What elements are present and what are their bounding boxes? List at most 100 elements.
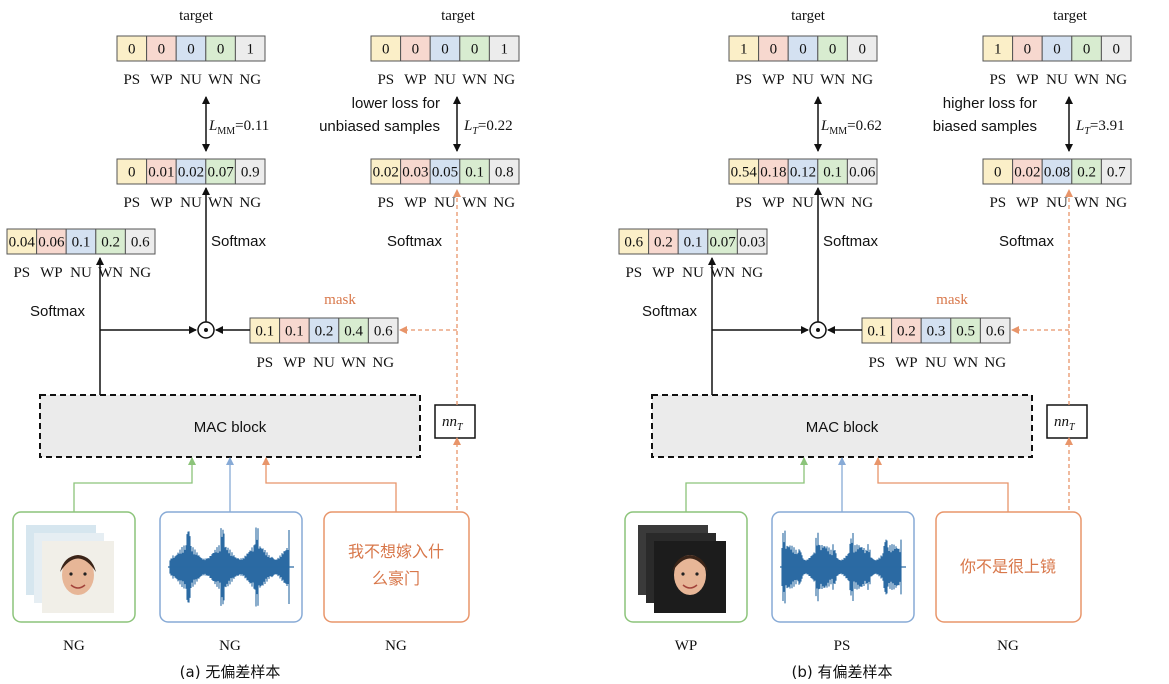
panel-b-target-mm-row-cell-ng: [846, 35, 878, 62]
panel-a-pred-t-row-value-ng: 0.8: [495, 165, 514, 181]
panel-b-softmax-out-labels-wn: WN: [710, 265, 735, 281]
panel-a-input-text-label: NG: [385, 638, 407, 654]
panel-a-pred-t-row-cell-ng: [488, 158, 520, 185]
panel-b-loss-mm-label: LMM=0.62: [820, 118, 882, 137]
panel-b-target-mm-labels-wn: WN: [820, 72, 845, 88]
panel-a-target-mm-row-value-ps: 0: [128, 42, 136, 58]
panel-a-pred-mm-row-value-ps: 0: [128, 165, 136, 181]
panel-a-softmax-out-row-value-wn: 0.2: [101, 235, 120, 251]
panel-a-target-mm-labels-ng: NG: [239, 72, 261, 88]
panel-a-softmax-out-row-value-ps: 0.04: [9, 235, 36, 251]
panel-a-face-image-eye-right: [83, 572, 87, 576]
panel-a-target-mm-labels-ps: PS: [123, 72, 140, 88]
panel-b-pred-t-labels-nu: NU: [1046, 195, 1068, 211]
panel-b-pred-t-labels-ng: NG: [1105, 195, 1127, 211]
panel-b-arrow-visual-to-mac: [685, 457, 808, 512]
panel-b-target-t-labels-nu: NU: [1046, 72, 1068, 88]
panel-b-mask-labels-wn: WN: [953, 355, 978, 371]
panel-b-pred-mm-row-value-ps: 0.54: [731, 165, 758, 181]
panel-b-target-t-row-value-wp: 0: [1024, 42, 1032, 58]
panel-a-target-mm-row-value-wp: 0: [158, 42, 166, 58]
panel-b-softmax-out-row-value-wn: 0.07: [709, 235, 736, 251]
panel-a-pred-mm-row-cell-wn: [205, 158, 236, 185]
panel-b-pred-t-row-value-ng: 0.7: [1107, 165, 1126, 181]
panel-a-pred-t-row-value-ps: 0.02: [373, 165, 399, 181]
panel-b-target-mm-row-cell-ps: [728, 35, 760, 62]
panel-a-loss-mm-label: LMM=0.11: [208, 118, 269, 137]
panel-b-mask-row-value-ps: 0.1: [867, 324, 886, 340]
panel-a-softmax-out-row-cell-ng: [124, 228, 156, 255]
panel-b-pred-mm-labels-ps: PS: [735, 195, 752, 211]
panel-b-pred-mm-row-value-wn: 0.1: [823, 165, 842, 181]
panel-b-nn-t-box: [1046, 404, 1088, 439]
panel-b-target-t-row-cell-ng: [1100, 35, 1132, 62]
panel-b-odot-dot: [816, 328, 820, 332]
panel-a-target-t-row-cell-wp: [400, 35, 431, 62]
panel-a-target-mm-row-value-ng: 1: [246, 42, 254, 58]
panel-b-input-text-line-1: 你不是很上镜: [960, 557, 1056, 576]
panel-a-mask-row-cell-wp: [279, 317, 310, 344]
panel-a-target-t-labels-ps: PS: [377, 72, 394, 88]
panel-a-pred-mm-labels-ps: PS: [123, 195, 140, 211]
panel-a-softmax-out-row-cell-ps: [6, 228, 38, 255]
panel-a-softmax-out-labels-wp: WP: [40, 265, 63, 281]
panel-b-pred-t-row-cell-wn: [1071, 158, 1102, 185]
panel-b-mask-labels-ps: PS: [868, 355, 885, 371]
panel-b-softmax-out-row-cell-nu: [677, 228, 709, 255]
panel-a-softmax-out-row-value-nu: 0.1: [72, 235, 91, 251]
panel-b-target-mm-labels-ps: PS: [735, 72, 752, 88]
panel-b-mask-row-value-wp: 0.2: [897, 324, 916, 340]
caption-b: (b) 有偏差样本: [792, 663, 893, 681]
panel-a-mac-block: [39, 394, 421, 458]
panel-a-pred-t-labels-nu: NU: [434, 195, 456, 211]
panel-b-mask-row-cell-ng: [979, 317, 1011, 344]
panel-b-softmax-out-row-value-ps: 0.6: [624, 235, 643, 251]
panel-b-pred-t-row-value-wn: 0.2: [1077, 165, 1096, 181]
panel-a-pred-mm-row-cell-ng: [234, 158, 266, 185]
panel-b-target-t-labels-ps: PS: [989, 72, 1006, 88]
panel-b-target-mm-row-value-ps: 1: [740, 42, 748, 58]
panel-b-pred-mm-labels-wp: WP: [762, 195, 785, 211]
panel-a-target-title-t: target: [441, 8, 476, 24]
panel-b-target-title-mm: target: [791, 8, 826, 24]
panel-a-loss-t-label: LT=0.22: [463, 118, 513, 137]
panel-a-pred-mm-row-value-wn: 0.07: [207, 165, 234, 181]
panel-b-softmax-out-row-value-ng: 0.03: [739, 235, 765, 251]
panel-b-target-mm-labels-wp: WP: [762, 72, 785, 88]
panel-a-pred-mm-labels-wn: WN: [208, 195, 233, 211]
panel-b-target-mm-row-value-wn: 0: [829, 42, 837, 58]
panel-a-nn-t-label: nnT: [442, 414, 464, 433]
panel-b-pred-mm-row-value-wp: 0.18: [760, 165, 786, 181]
panel-a-mask-row-value-wp: 0.1: [285, 324, 304, 340]
panel-b-target-t-labels-wn: WN: [1074, 72, 1099, 88]
panel-b-softmax-out-row-cell-wp: [648, 228, 679, 255]
panel-a-mask-labels-wp: WP: [283, 355, 306, 371]
panel-b-note-line-1: higher loss for: [943, 95, 1037, 112]
panel-b-softmax-label-out: Softmax: [642, 303, 698, 320]
panel-b-softmax-out-row-cell-wn: [707, 228, 738, 255]
panel-a-target-t-row-value-wn: 0: [471, 42, 479, 58]
panel-b-target-mm-labels-nu: NU: [792, 72, 814, 88]
panel-b-pred-t-labels-wn: WN: [1074, 195, 1099, 211]
panel-b-face-image-head: [674, 555, 706, 595]
panel-a-arrow-text-to-mac: [262, 457, 397, 512]
panel-b-target-mm-row-value-nu: 0: [799, 42, 807, 58]
panel-b-mask-labels-nu: NU: [925, 355, 947, 371]
panel-a-target-mm-row-cell-nu: [175, 35, 207, 62]
panel-b-pred-mm-labels-ng: NG: [851, 195, 873, 211]
panel-b-pred-t-row-cell-ps: [982, 158, 1014, 185]
panel-b-pred-t-row-value-nu: 0.08: [1044, 165, 1070, 181]
panel-b-softmax-out-row-value-nu: 0.1: [684, 235, 703, 251]
